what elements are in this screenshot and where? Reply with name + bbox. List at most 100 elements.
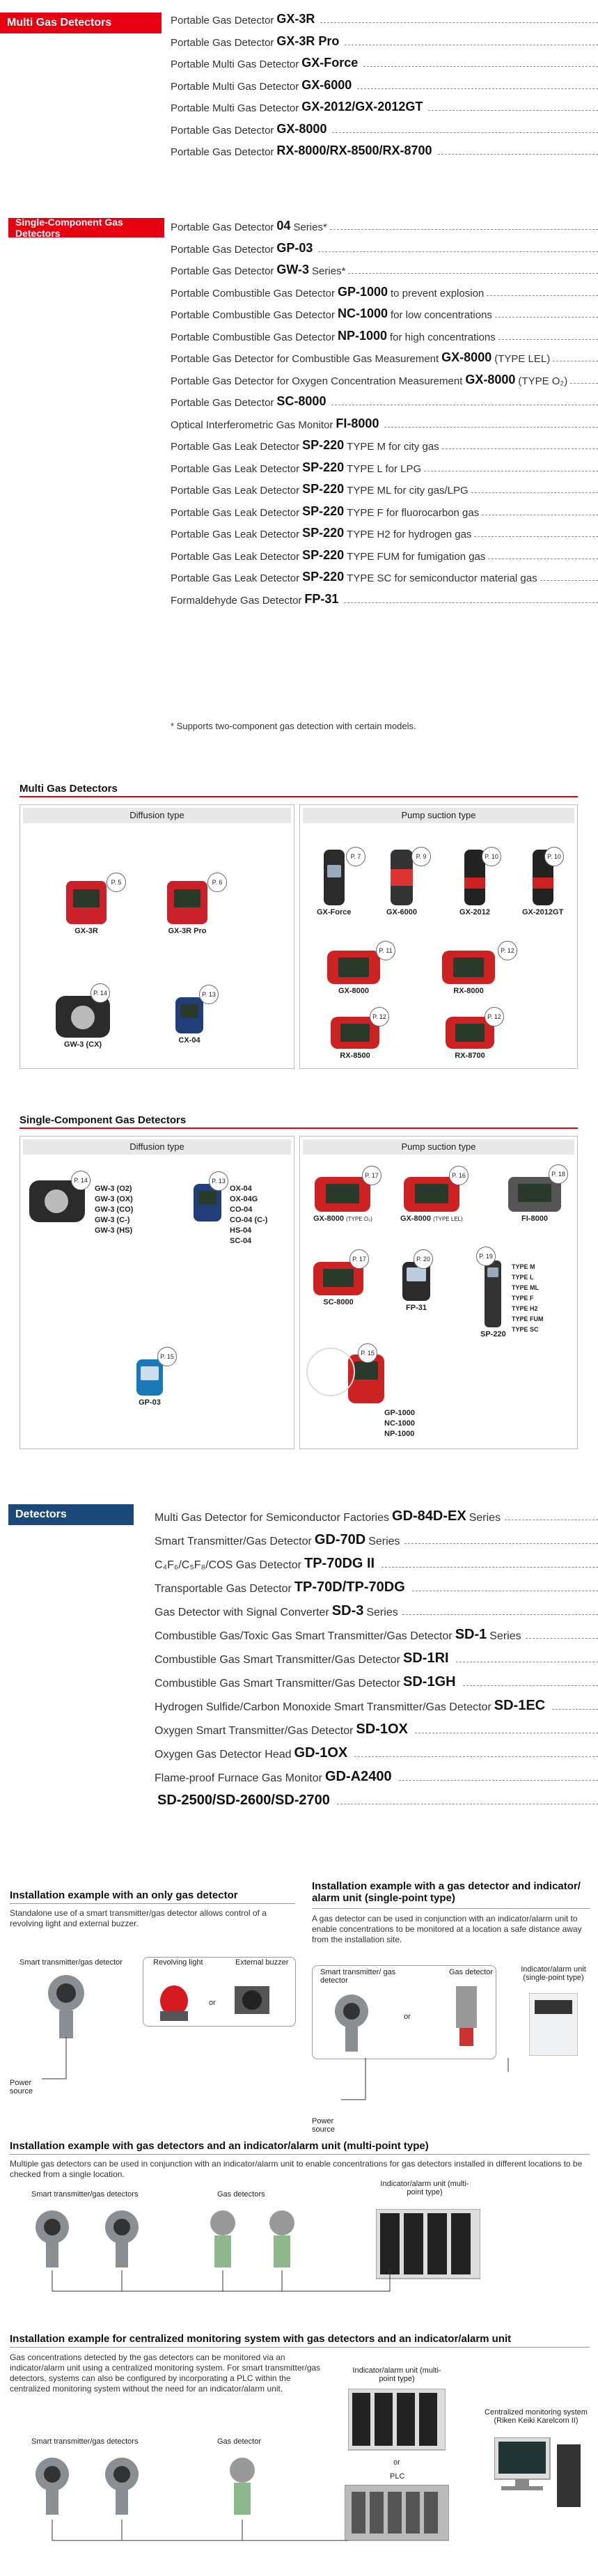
gw-model-label: GW-3 (HS) [95,1226,133,1235]
detector-row[interactable]: Combustible Gas Smart Transmitter/Gas De… [155,1643,598,1666]
detectors-tag: Detectors [8,1504,134,1525]
x04-model-label: OX-04G [230,1195,258,1203]
device-gx-2012gt[interactable]: GX-2012GT P. 10 [522,847,564,916]
row-model: TP-70DG II [304,1556,375,1571]
dotted-leader [354,1756,598,1757]
single-section-title: Single-Component Gas Detectors [19,1114,187,1126]
row-suffix: TYPE SC for semiconductor material gas [347,572,537,584]
page-badge: P. 16 [449,1166,469,1185]
dotted-leader [471,492,598,493]
device-gx-3r[interactable]: GX-3R P. 5 [66,873,126,935]
row-suffix: Series* [312,265,346,277]
single-row[interactable]: Portable Gas Detector for Combustible Ga… [171,344,598,365]
device-cx-04[interactable]: CX-04 P. 13 [175,985,219,1045]
row-prefix: Portable Combustible Gas Detector [171,331,335,343]
transmitter-icon [97,2455,146,2521]
page-badge: P. 17 [362,1166,381,1185]
transmitter-icon [28,2455,77,2521]
row-prefix: Portable Gas Leak Detector [171,550,300,563]
gas-detector-icon [453,1986,480,2052]
device-fi-8000[interactable]: FI-8000 P. 18 [508,1164,568,1223]
detector-row[interactable]: Combustible Gas/Toxic Gas Smart Transmit… [155,1619,598,1643]
device-gx-3r-pro[interactable]: GX-3R Pro P. 6 [167,873,227,935]
row-prefix: Portable Gas Leak Detector [171,441,300,453]
page-badge: P. 20 [414,1249,433,1269]
dotted-leader [318,251,598,252]
page-badge: P. 9 [411,847,431,866]
row-model: GP-03 [276,240,313,255]
device-gp-03[interactable]: GP-03 P. 15 [136,1347,177,1407]
row-prefix: Hydrogen Sulfide/Carbon Monoxide Smart T… [155,1701,491,1713]
gp-group-label: GP-1000 [384,1409,416,1417]
device-rx-8700[interactable]: RX-8700 P. 12 [446,1007,504,1060]
row-prefix: Portable Combustible Gas Detector [171,309,335,321]
single-row[interactable]: Portable Gas Detector for Oxygen Concent… [171,366,598,387]
detector-row[interactable]: Multi Gas Detector for Semiconductor Fac… [155,1501,598,1524]
row-prefix: Smart Transmitter/Gas Detector [155,1536,312,1547]
device-gx-8000-lel[interactable]: GX-8000 (TYPE LEL) P. 16 [400,1166,469,1223]
inst2-desc: A gas detector can be used in conjunctio… [312,1914,582,1944]
detector-row[interactable]: Combustible Gas Smart Transmitter/Gas De… [155,1666,598,1690]
device-rx-8500[interactable]: RX-8500 P. 12 [331,1007,389,1060]
row-prefix: Portable Gas Detector [171,15,274,26]
device-gx-6000[interactable]: GX-6000 P. 9 [386,847,431,916]
row-model: NC-1000 [337,306,388,320]
row-suffix: for high concentrations [390,331,496,343]
row-prefix: Portable Gas Leak Detector [171,485,300,497]
row-prefix: Portable Gas Leak Detector [171,506,300,519]
detector-row[interactable]: SD-2500/SD-2600/SD-2700 [155,1785,598,1809]
row-prefix: Gas Detector with Signal Converter [155,1607,329,1618]
device-rx-8000[interactable]: RX-8000 P. 12 [442,941,517,995]
gw-model-label: GW-3 (C-) [95,1216,130,1224]
device-gx-8000-o2[interactable]: GX-8000 (TYPE O₂) P. 17 [313,1166,381,1223]
device-sp-220[interactable]: SP-220 P. 19 [476,1247,506,1338]
transmitter-icon [327,1992,376,2058]
row-suffix: TYPE M for city gas [347,441,439,453]
device-gx-force[interactable]: GX-Force P. 7 [317,847,365,916]
device-fp-31[interactable]: FP-31 P. 20 [402,1249,433,1312]
or-label: or [404,2013,411,2021]
power-label: Power source [10,2079,33,2095]
device-gx-8000[interactable]: GX-8000 P. 11 [327,941,395,995]
device-gx-2012[interactable]: GX-2012 P. 10 [459,847,501,916]
device-sc-8000[interactable]: SC-8000 P. 17 [313,1249,369,1306]
device-gw-3[interactable]: P. 14 [29,1171,91,1222]
device-gw-3-cx[interactable]: GW-3 (CX) P. 14 [56,983,110,1049]
device-gp-1000-group[interactable]: P. 15 [306,1343,390,1410]
detector-row[interactable]: Hydrogen Sulfide/Carbon Monoxide Smart T… [155,1690,598,1714]
page-badge: P. 13 [209,1171,228,1191]
page-badge: P. 12 [370,1007,389,1027]
alarm-unit-icon [528,1992,579,2059]
device-x-04[interactable]: P. 13 [194,1171,228,1221]
